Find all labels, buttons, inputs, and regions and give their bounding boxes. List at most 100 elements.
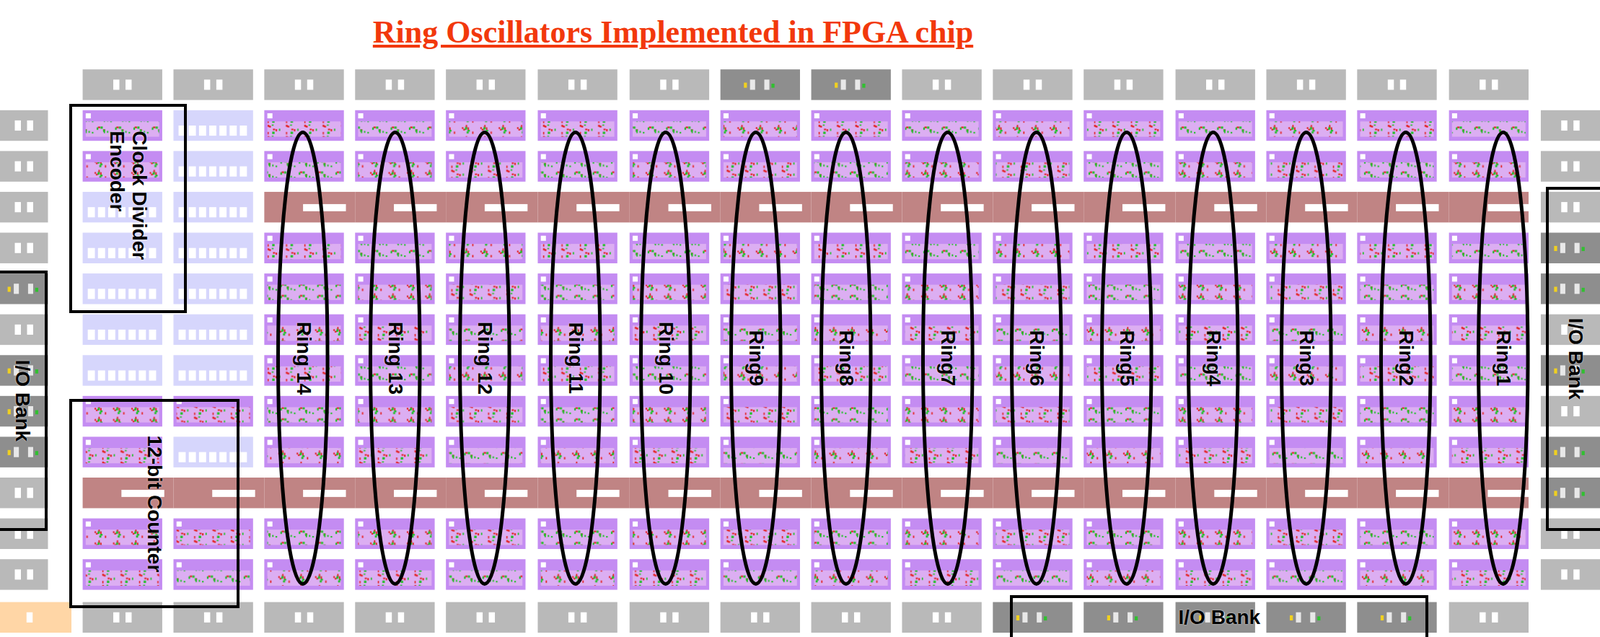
tile-mark xyxy=(1561,406,1567,417)
io-pin-mark xyxy=(1289,615,1293,621)
ring-outline xyxy=(1188,132,1239,585)
io-pin-mark xyxy=(1553,286,1557,292)
bram-cell xyxy=(199,370,207,381)
tile-corner-mark xyxy=(448,154,454,160)
tile-corner-mark xyxy=(814,521,820,527)
tile-body xyxy=(1266,233,1346,264)
logic-slice-strip xyxy=(1360,284,1435,301)
tile-corner-mark xyxy=(723,235,729,241)
fpga-tile xyxy=(537,559,617,590)
logic-slice-strip xyxy=(814,406,889,423)
tile-mark xyxy=(750,612,757,623)
logic-slice-strip xyxy=(541,529,615,545)
ring-outline xyxy=(460,132,511,585)
tile-body xyxy=(173,69,253,100)
ring-oscillator-ellipse: Ring3 xyxy=(1279,130,1334,586)
fpga-tile xyxy=(901,191,993,223)
fpga-tile xyxy=(173,354,253,386)
tile-corner-mark xyxy=(723,398,729,404)
tile-mark xyxy=(1400,79,1406,90)
fpga-tile xyxy=(1356,69,1437,100)
fpga-tile xyxy=(537,191,630,223)
tile-corner-mark xyxy=(905,561,911,567)
tile-mark xyxy=(580,612,587,623)
tile-corner-mark xyxy=(358,154,364,160)
tile-corner-mark xyxy=(905,317,911,323)
bram-cell xyxy=(118,370,126,381)
fpga-tile xyxy=(537,110,617,141)
tile-corner-mark xyxy=(448,276,454,282)
tile-corner-mark xyxy=(996,561,1002,567)
tile-corner-mark xyxy=(814,398,820,404)
fpga-tile xyxy=(537,150,617,182)
logic-slice-strip xyxy=(905,243,979,259)
bram-cell xyxy=(209,248,217,259)
logic-slice-strip xyxy=(267,529,342,545)
fpga-tile xyxy=(0,273,48,304)
ring-label: Ring1 xyxy=(1491,330,1515,387)
fpga-tile xyxy=(1449,602,1529,633)
tile-mark xyxy=(932,79,939,90)
tile-mark xyxy=(13,447,19,458)
fpga-tile xyxy=(173,559,253,590)
tile-corner-mark xyxy=(1086,317,1092,323)
tile-body xyxy=(1083,477,1176,508)
fpga-tile xyxy=(264,436,344,467)
fpga-tile xyxy=(445,477,538,508)
logic-slice-strip xyxy=(996,529,1070,545)
fpga-tile xyxy=(354,233,435,264)
block-label: I/O Bank xyxy=(1178,606,1261,630)
fpga-tile xyxy=(537,273,617,304)
tile-corner-mark xyxy=(996,440,1002,446)
tile-body xyxy=(445,69,526,100)
fpga-tile xyxy=(1266,273,1346,304)
tile-corner-mark xyxy=(448,317,454,323)
tile-mark xyxy=(26,612,33,623)
bram-cell xyxy=(188,125,197,136)
logic-slice-strip xyxy=(1360,162,1435,178)
tile-body xyxy=(1540,396,1600,427)
tile-corner-mark xyxy=(814,276,820,282)
logic-slice-strip xyxy=(905,121,979,137)
ring-outline xyxy=(1381,132,1432,585)
bram-cell xyxy=(98,288,106,299)
tile-corner-mark xyxy=(632,561,638,567)
dsp-bar xyxy=(576,489,619,498)
fpga-tile xyxy=(82,314,163,345)
bram-cell xyxy=(188,248,197,259)
tile-corner-mark xyxy=(723,358,729,364)
tile-mark xyxy=(841,612,848,623)
tile-mark xyxy=(113,79,120,90)
io-pin-mark xyxy=(35,287,39,293)
fpga-tile xyxy=(1449,436,1529,467)
tile-corner-mark xyxy=(814,113,820,119)
fpga-tile xyxy=(1175,110,1256,141)
tile-mark xyxy=(15,324,21,335)
tile-body xyxy=(445,150,526,182)
tile-corner-mark xyxy=(1360,276,1366,282)
fpga-tile xyxy=(1083,150,1163,182)
ring-oscillator-ellipse: Ring2 xyxy=(1379,130,1433,586)
tile-body xyxy=(1266,273,1346,304)
fpga-tile xyxy=(354,69,435,100)
fpga-tile xyxy=(629,150,710,182)
fpga-tile xyxy=(354,273,435,304)
tile-body xyxy=(537,110,617,141)
logic-slice-strip xyxy=(1452,325,1526,341)
tile-mark xyxy=(1574,487,1580,498)
tile-corner-mark xyxy=(723,440,729,446)
logic-slice-strip xyxy=(1269,162,1344,178)
fpga-tile xyxy=(445,69,526,100)
tile-body xyxy=(0,273,48,304)
tile-body xyxy=(173,314,253,345)
bram-cell xyxy=(229,248,237,259)
tile-corner-mark xyxy=(176,521,182,527)
tile-body xyxy=(1083,150,1163,182)
tile-corner-mark xyxy=(1269,317,1275,323)
tile-body xyxy=(1175,233,1256,264)
dsp-bar xyxy=(940,489,984,498)
fpga-tile xyxy=(992,518,1072,549)
tile-corner-mark xyxy=(1360,358,1366,364)
tile-corner-mark xyxy=(541,113,547,119)
fpga-tile xyxy=(264,191,355,223)
